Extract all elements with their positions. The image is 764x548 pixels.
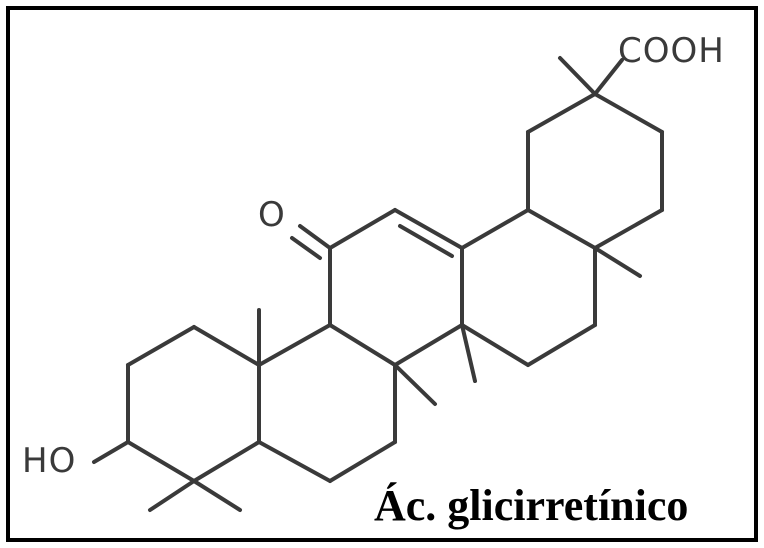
compound-name: Ác. glicirretínico [374,481,689,530]
ring-b [257,323,397,483]
ketone-oxygen-label: O [258,195,286,235]
ring-d [460,208,597,367]
carboxyl-label: COOH [618,31,725,71]
ring-c [328,208,464,367]
ring-e [526,92,664,250]
substituent-bonds [92,56,642,512]
hydroxyl-label: HO [22,441,77,481]
ring-a [126,325,261,483]
figure-frame [6,6,758,542]
